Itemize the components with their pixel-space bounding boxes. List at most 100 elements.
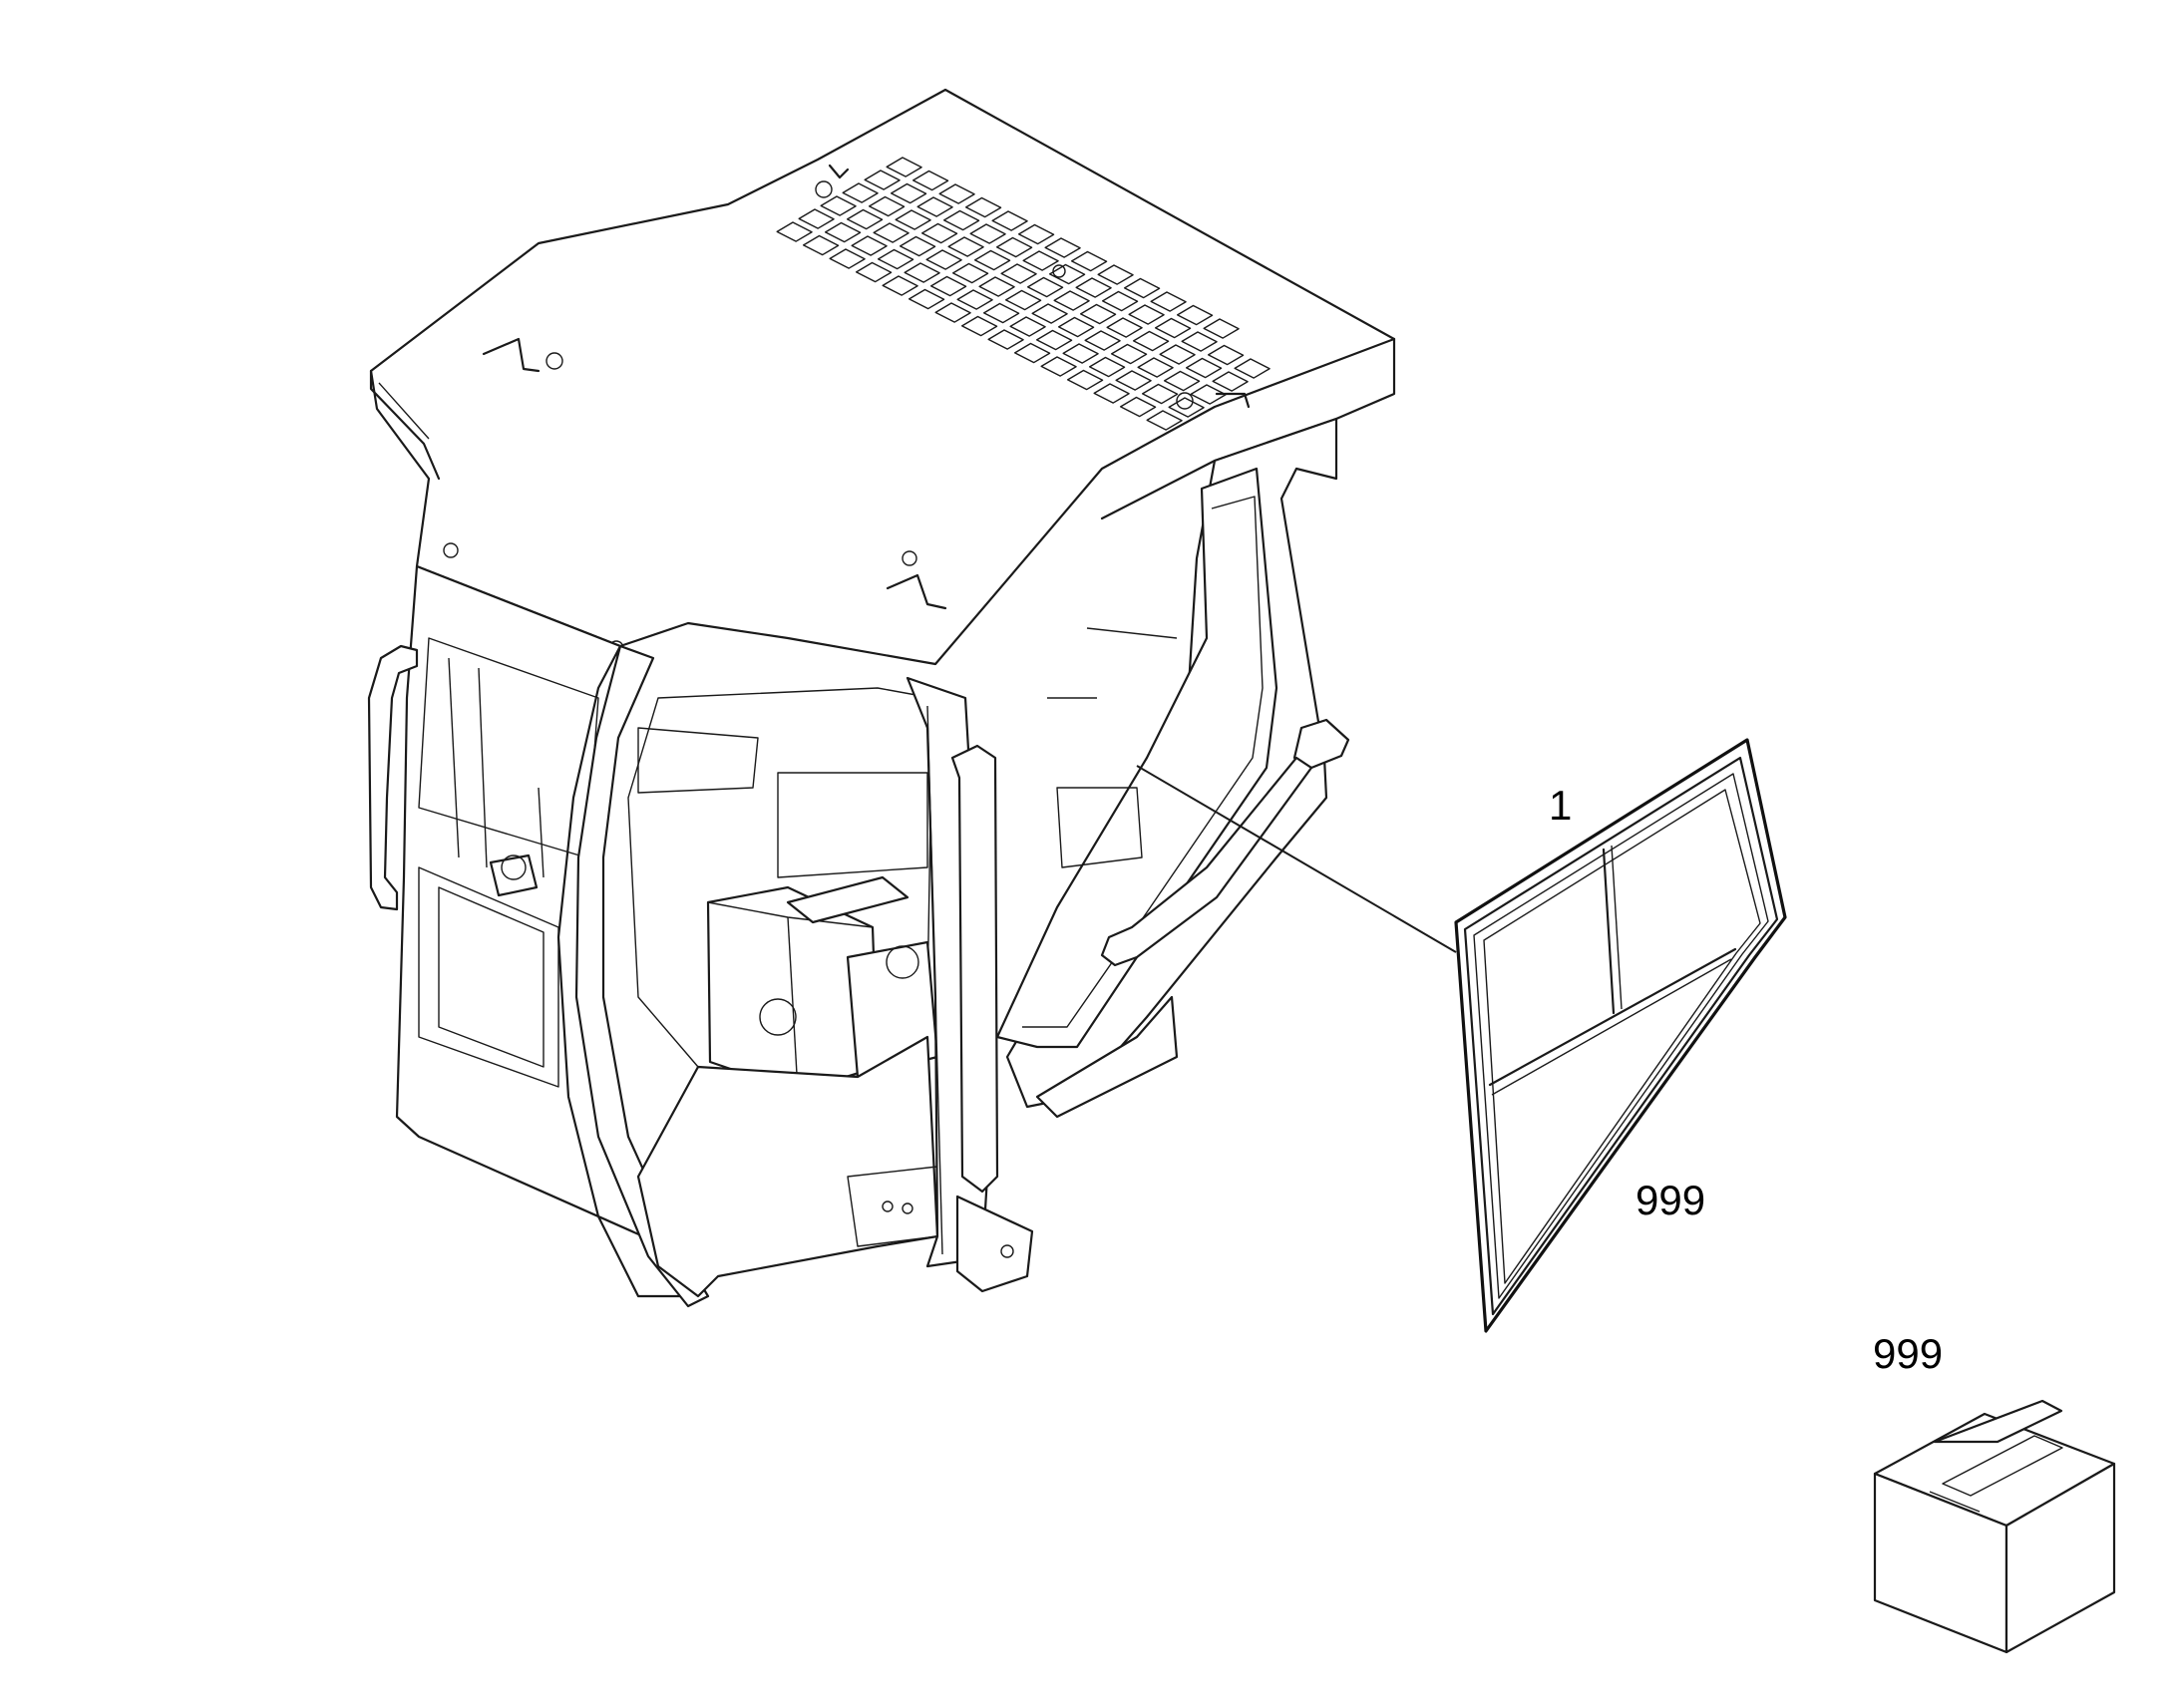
vent-slot [899,235,936,257]
vent-slot [1163,370,1201,392]
vent-slot [1035,329,1073,351]
vent-slot [1123,277,1161,299]
vent-slot [920,222,958,244]
rear-handrail-lower [1100,756,1313,967]
vent-slot [1066,369,1104,391]
vent-slot [776,221,813,242]
callout-package-kit-code: 999 [1873,1330,1943,1377]
vent-slot [1079,303,1117,325]
vent-slot [1062,343,1099,364]
vent-slot [925,249,962,270]
vent-slot [1181,331,1218,352]
lifting-hook-left [482,337,541,373]
vent-slot [1044,237,1081,258]
vent-slot [1168,397,1205,418]
vent-slot [1022,250,1059,271]
vent-slot [951,262,989,284]
vent-slot [846,208,884,230]
vent-slot [987,329,1024,350]
callout-window-part-number: 1 [1549,782,1572,829]
vent-slot [1106,317,1143,338]
vent-slot [978,276,1015,297]
vent-slot [890,182,927,204]
vent-slot [1132,330,1170,352]
vent-slot [886,157,922,177]
cab-roof [369,88,1396,666]
vent-slot [1031,303,1068,324]
vent-slot [1119,396,1157,418]
vent-slot [911,170,949,191]
vent-slot [1212,371,1249,392]
vent-slot [1128,304,1165,325]
vent-slot [956,289,993,310]
vent-slot [851,235,888,256]
vent-slot [1013,342,1051,364]
vent-slot [873,222,909,243]
vent-slot [1075,277,1112,298]
lifting-hook-top [828,164,850,179]
vent-slot [842,182,879,203]
vent-slot [1207,344,1245,366]
vent-slot [1234,358,1271,379]
vent-slot [934,302,971,323]
vent-slot [1004,289,1042,311]
vent-slot [973,249,1011,271]
vent-slot [904,262,940,283]
vent-slot [1070,250,1108,272]
vent-slot [824,221,862,243]
vent-slot [868,195,906,217]
vent-slot [855,261,893,283]
vent-slot [1057,316,1095,338]
vent-slot [916,196,953,217]
side-window-glass [1454,738,1787,1333]
vent-slot [995,236,1033,258]
vent-slot [864,170,901,190]
vent-slot [820,195,857,216]
vent-slot [1190,384,1227,405]
rear-handrail-upper [1292,718,1350,770]
vent-slot [982,302,1020,324]
vent-slot [802,234,840,256]
vent-slot [1053,290,1090,311]
vent-slot [1146,410,1183,431]
vent-slot [964,196,1002,218]
vent-slot [1185,357,1223,379]
vent-slot [1137,357,1174,378]
vent-slot [947,236,984,257]
vent-slot [929,275,967,297]
vent-slot [1048,263,1086,285]
cab-floor [636,1035,939,1298]
vent-slot [1176,304,1214,326]
vent-slot [1084,330,1121,351]
vent-slot [1097,264,1134,285]
vent-slot [1141,383,1179,405]
vent-slot [908,288,945,310]
front-pillar [574,644,710,1308]
vent-slot [1000,263,1037,284]
callout-window-kit-code: 999 [1635,1177,1705,1223]
vent-slot [1115,370,1152,391]
vent-slot [895,209,931,230]
roof-vent-grid [776,157,1271,431]
vent-slot [1017,223,1055,245]
left-handrail [367,644,419,911]
vent-slot [1203,318,1240,339]
vent-slot [938,183,975,204]
vent-slot [1009,316,1046,337]
vent-slot [960,315,998,337]
vent-slot [1159,344,1196,365]
vent-slot [798,208,835,229]
vent-slot [1040,356,1077,377]
vent-slot [969,223,1006,244]
lifting-hook-right [886,573,947,610]
vent-slot [1154,317,1192,339]
vent-slot [1026,276,1064,298]
rear-window-frame [995,467,1278,1049]
leader-line [1136,765,1457,953]
cab-assembly [367,88,1396,1308]
vent-slot [1093,383,1130,404]
vent-slot [991,210,1028,231]
vent-slot [882,275,918,296]
cab-left-side [395,564,705,1298]
